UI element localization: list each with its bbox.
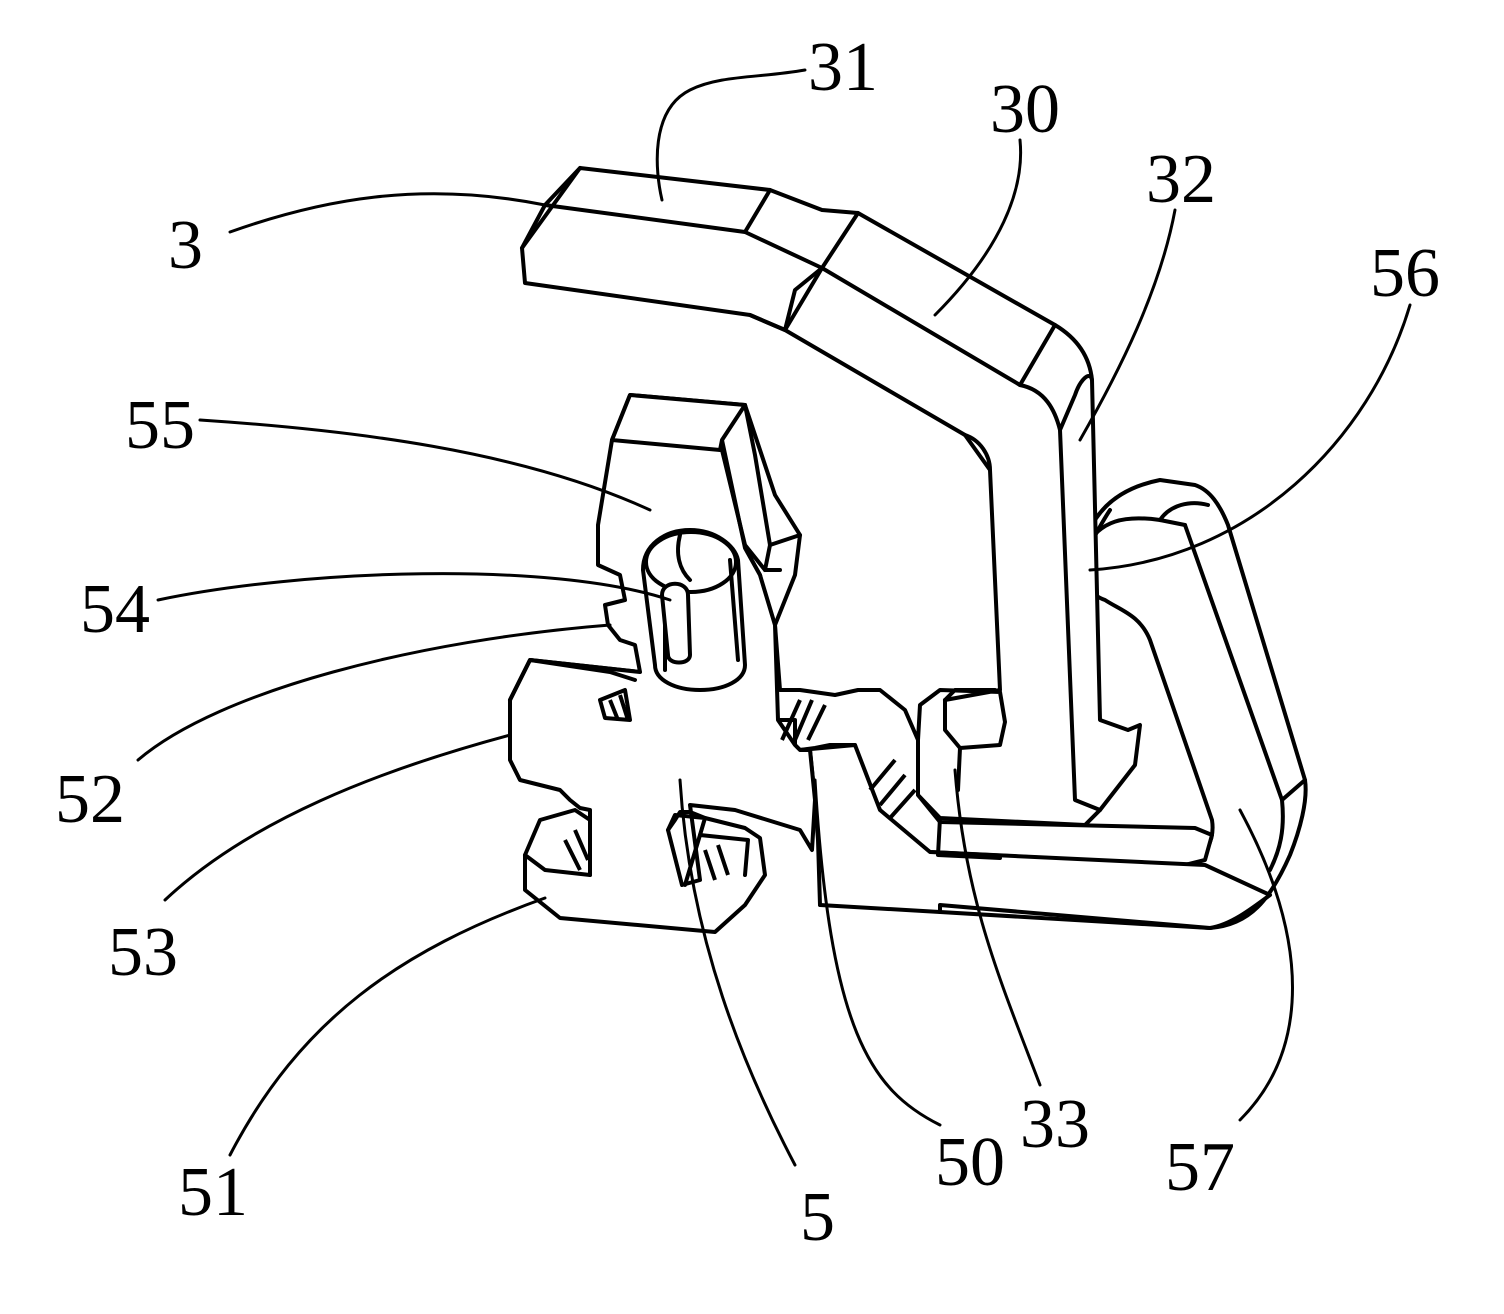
base-part-5: [510, 395, 1306, 932]
label-30: 30: [990, 71, 1060, 148]
leader-54: [158, 574, 670, 600]
label-57: 57: [1165, 1129, 1235, 1206]
label-31: 31: [808, 29, 878, 106]
label-51: 51: [178, 1154, 248, 1231]
leader-55: [200, 420, 650, 510]
label-32: 32: [1146, 141, 1216, 218]
label-53: 53: [108, 914, 178, 991]
label-55: 55: [125, 387, 195, 464]
label-54: 54: [80, 571, 150, 648]
label-3: 3: [168, 207, 203, 284]
leader-51: [230, 898, 545, 1155]
post-54: [643, 530, 745, 690]
leader-53: [165, 735, 510, 900]
label-52: 52: [55, 761, 125, 838]
label-50: 50: [935, 1124, 1005, 1201]
label-5: 5: [800, 1179, 835, 1256]
leader-3: [230, 194, 545, 232]
label-33: 33: [1020, 1086, 1090, 1163]
label-56: 56: [1370, 235, 1440, 312]
